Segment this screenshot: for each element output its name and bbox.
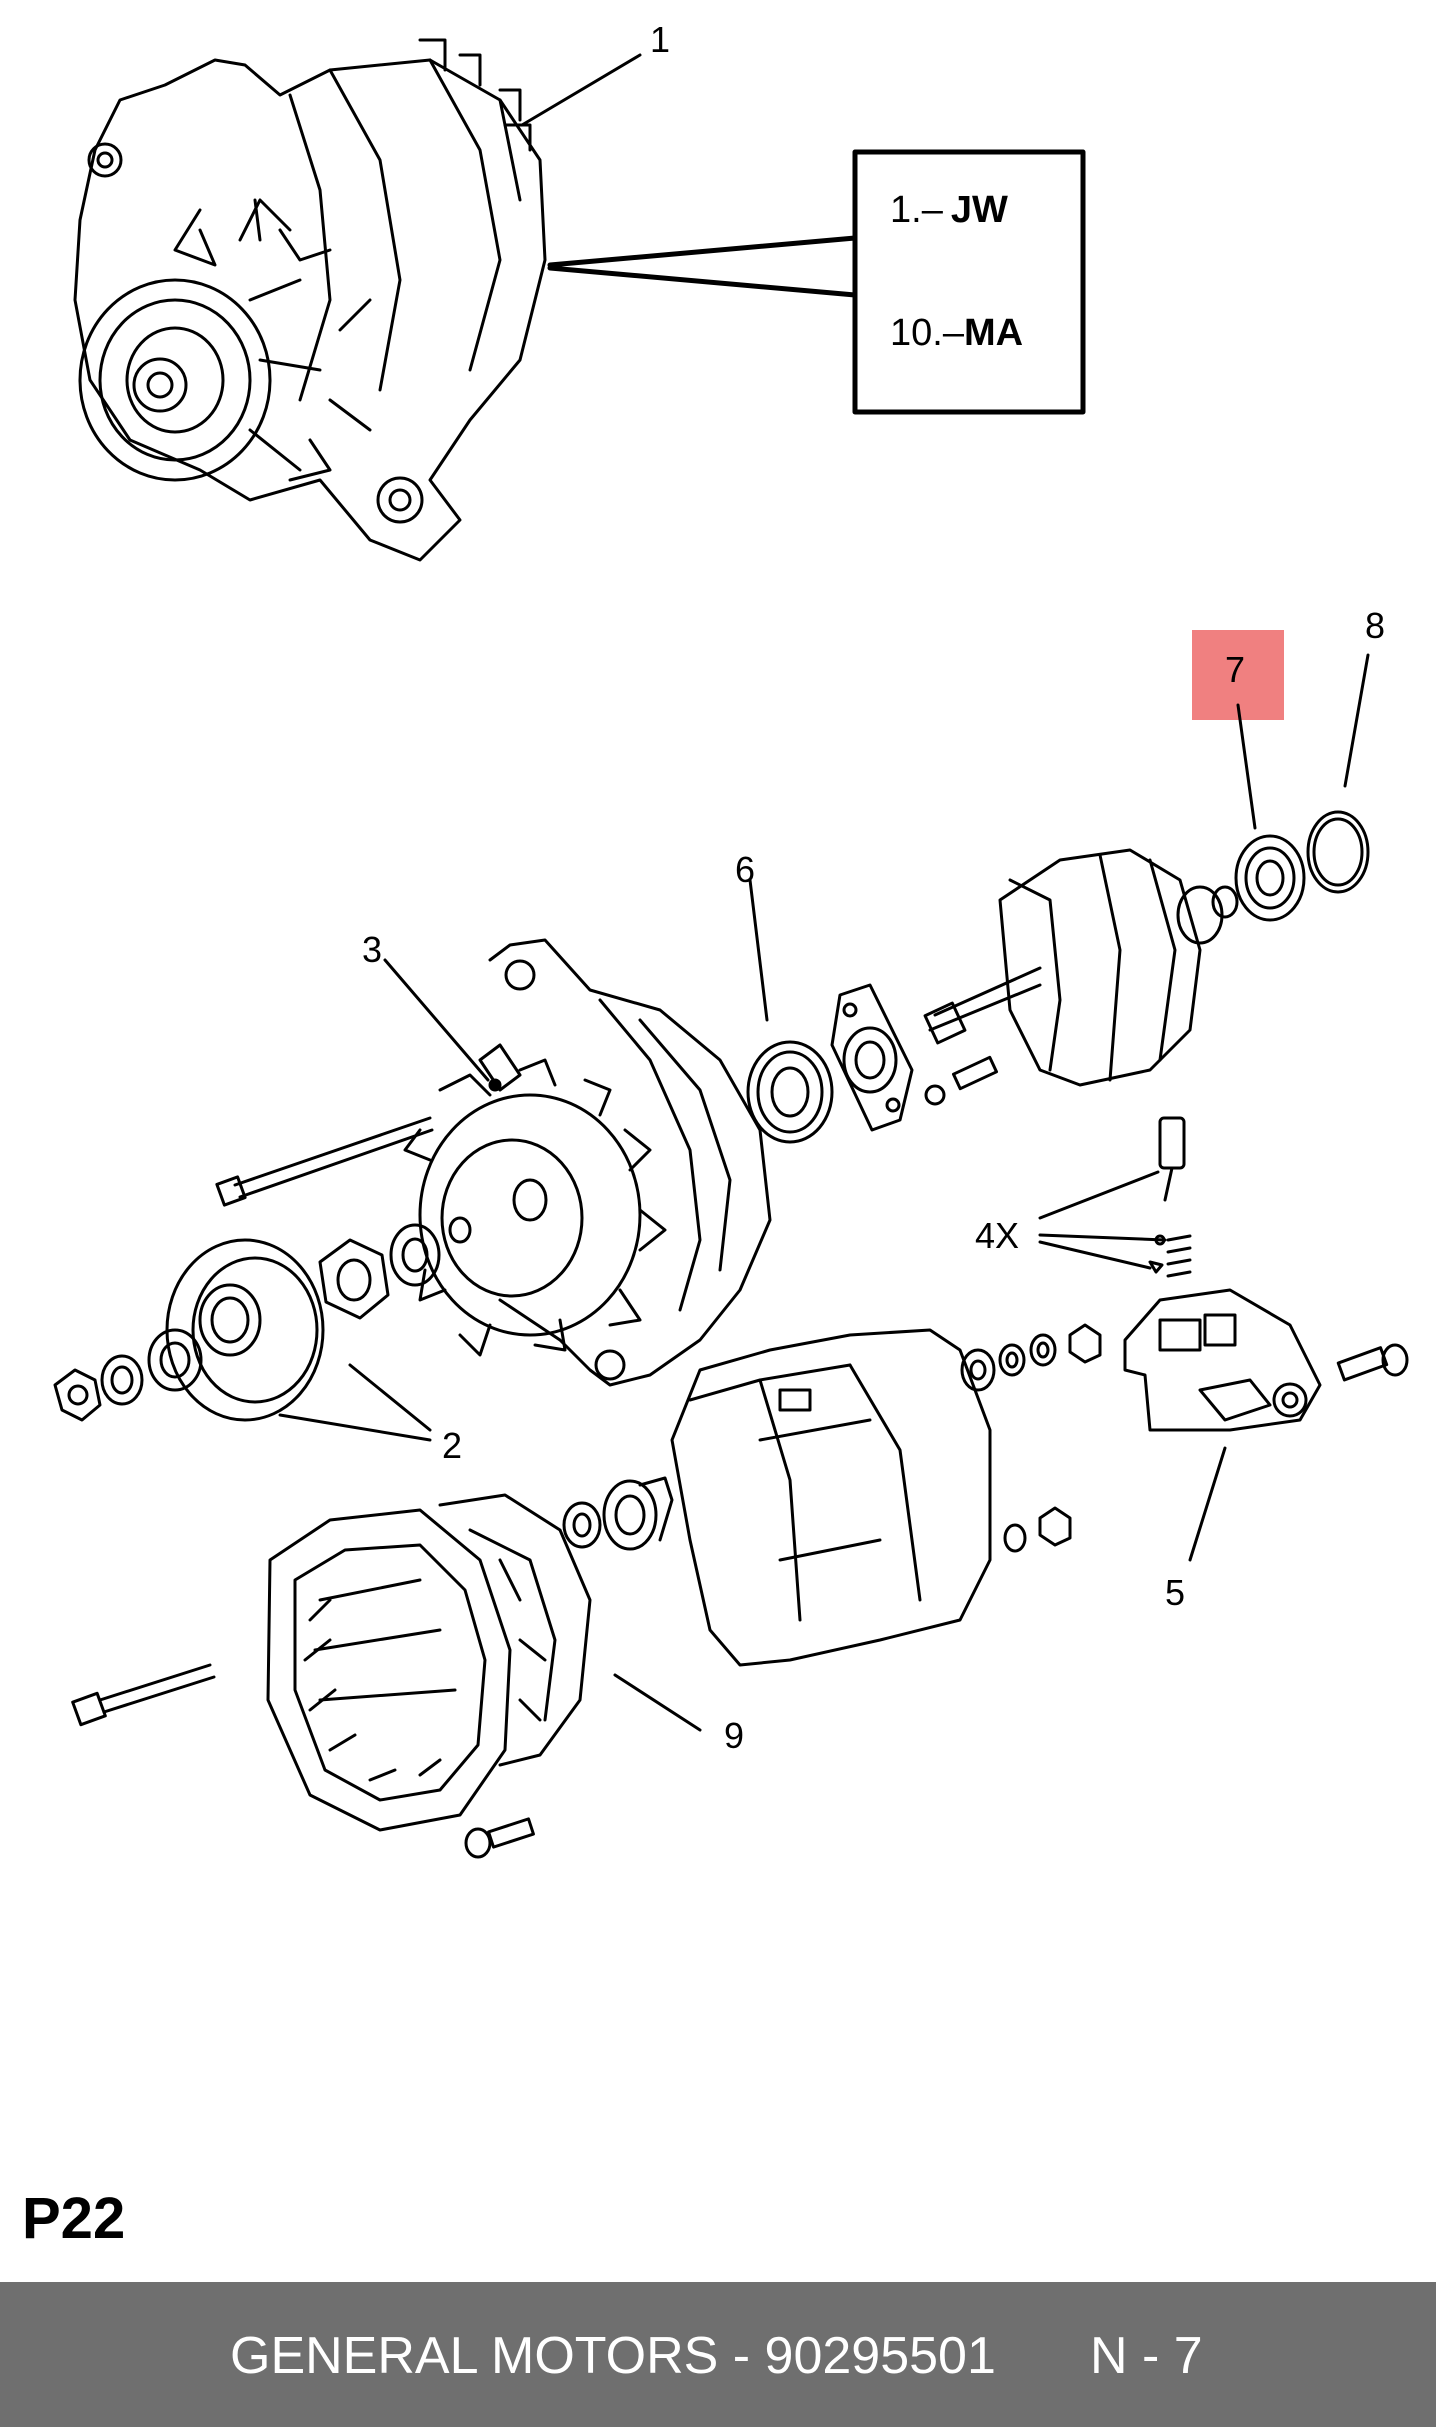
callout-4x: 4X [975,1215,1019,1256]
through-bolt [215,1116,434,1207]
alternator-assembly [73,38,547,562]
leader-line-8 [1343,653,1370,788]
footer-page-number: N - 7 [1090,2327,1203,2385]
front-bearing [746,1040,834,1144]
rear-bushing [562,1476,674,1551]
cooling-fan [403,1043,667,1357]
leader-line-3 [383,958,490,1082]
variant-line-2: 10.–MA [890,312,1023,354]
bearing-retainer-plate [830,983,914,1132]
callout-9: 9 [724,1715,744,1756]
callout-2: 2 [442,1425,462,1466]
retainer-screw [924,1055,999,1106]
rear-bearing [1234,834,1306,922]
footer-bar: GENERAL MOTORS - 90295501 N - 7 [0,2282,1436,2427]
leader-line-7 [1236,703,1257,830]
callout-1: 1 [650,19,670,60]
sheet-id: P22 [22,2186,126,2251]
rectifier [438,1493,592,1767]
callout-3: 3 [362,929,382,970]
stator [266,1508,512,1832]
leader-line-4x-a [1038,1170,1160,1220]
pulley-nut-and-washers [53,1328,203,1422]
callout-5: 5 [1165,1572,1185,1613]
leader-line-1 [520,53,642,127]
voltage-regulator [1123,1288,1322,1432]
leader-line-4x-c [1038,1240,1152,1270]
pulley [165,1238,325,1422]
leader-line-4x-b [1038,1233,1167,1242]
rectifier-screw [464,1817,535,1859]
box-connector-lower [547,265,858,298]
leader-line-2b [278,1413,432,1442]
leader-line-6 [748,878,769,1022]
rear-housing [670,1328,992,1667]
leader-line-5 [1188,1446,1227,1562]
exploded-parts-diagram: 1 1.–JW 10.–MA 2 [53,19,1409,1859]
rear-washers-and-nuts [960,1323,1102,1553]
brush-and-springs [1148,1116,1192,1278]
leader-line-2a [348,1363,432,1432]
callout-6: 6 [735,849,755,890]
callout-8: 8 [1365,605,1385,646]
variant-line-1: 1.–JW [890,189,1008,231]
drive-end-housing [488,938,772,1387]
footer-brand-part: GENERAL MOTORS - 90295501 [230,2327,996,2385]
o-ring [1306,810,1370,894]
box-connector-upper [547,235,858,268]
stator-bolt [71,1663,216,1727]
variant-box [852,149,1086,415]
callout-7: 7 [1225,649,1245,690]
leader-dot-3 [488,1078,502,1092]
rotor [923,848,1239,1087]
leader-line-9 [613,1673,702,1732]
regulator-screw [1336,1343,1409,1382]
